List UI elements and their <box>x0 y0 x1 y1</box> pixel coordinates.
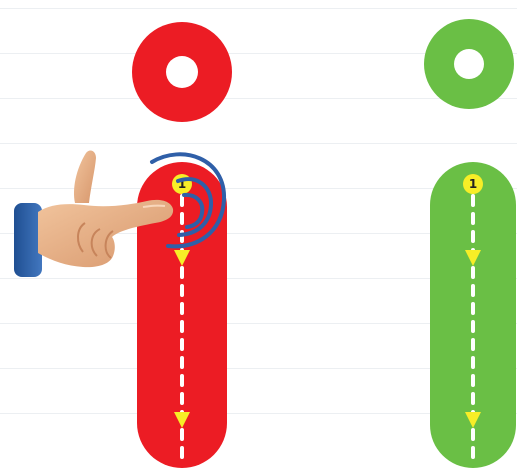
pointing-hand-icon <box>10 145 180 280</box>
green-stroke-graphic: 1 <box>430 162 516 468</box>
stroke-number: 1 <box>469 177 477 191</box>
green-dot-ring-graphic <box>421 16 517 112</box>
green-dot-ring[interactable] <box>421 16 517 112</box>
red-dot-ring[interactable] <box>126 16 238 128</box>
guide-line <box>0 8 517 9</box>
red-dot-ring-graphic <box>126 16 238 128</box>
green-letter[interactable]: 1 <box>421 16 517 468</box>
green-tracing-stroke[interactable]: 1 <box>430 162 516 468</box>
